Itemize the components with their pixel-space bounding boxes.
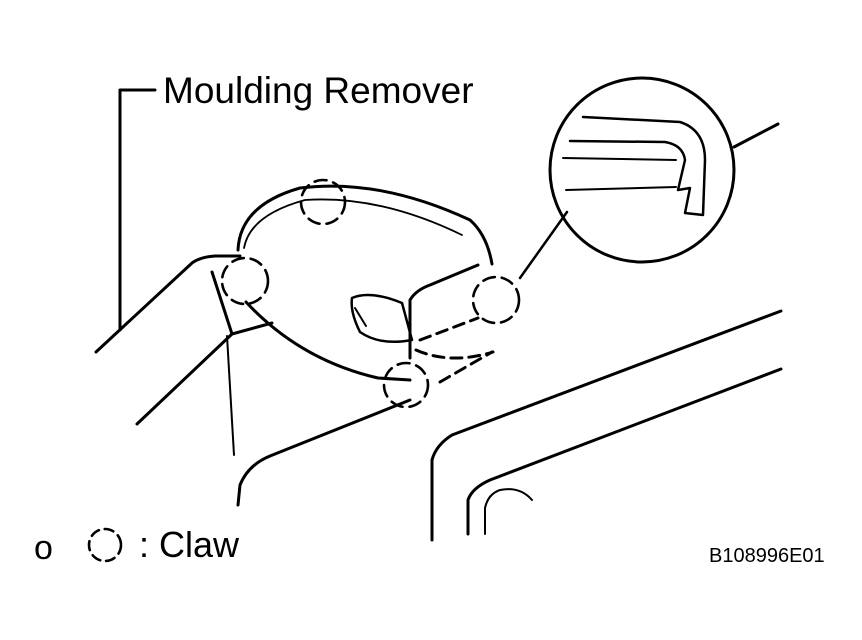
legend-bullet: o: [34, 529, 53, 567]
claw-marker: [299, 178, 347, 226]
claw-markers: [220, 178, 521, 409]
circular-cover: [236, 184, 494, 382]
claw-marker: [220, 256, 270, 306]
tool-label: Moulding Remover: [163, 70, 474, 111]
moulding-remover-tool: [94, 254, 274, 456]
finger-hole: [350, 293, 414, 343]
legend-claw-label: : Claw: [139, 524, 240, 565]
figure-code: B108996E01: [709, 545, 825, 567]
panel-body: [236, 309, 783, 542]
tool-tab: [408, 263, 495, 384]
claw-marker: [382, 361, 430, 409]
detail-magnifier: [518, 76, 780, 280]
tool-leader-line: [118, 88, 157, 332]
claw-marker: [471, 275, 521, 325]
dashed-circle-icon: [87, 527, 123, 563]
